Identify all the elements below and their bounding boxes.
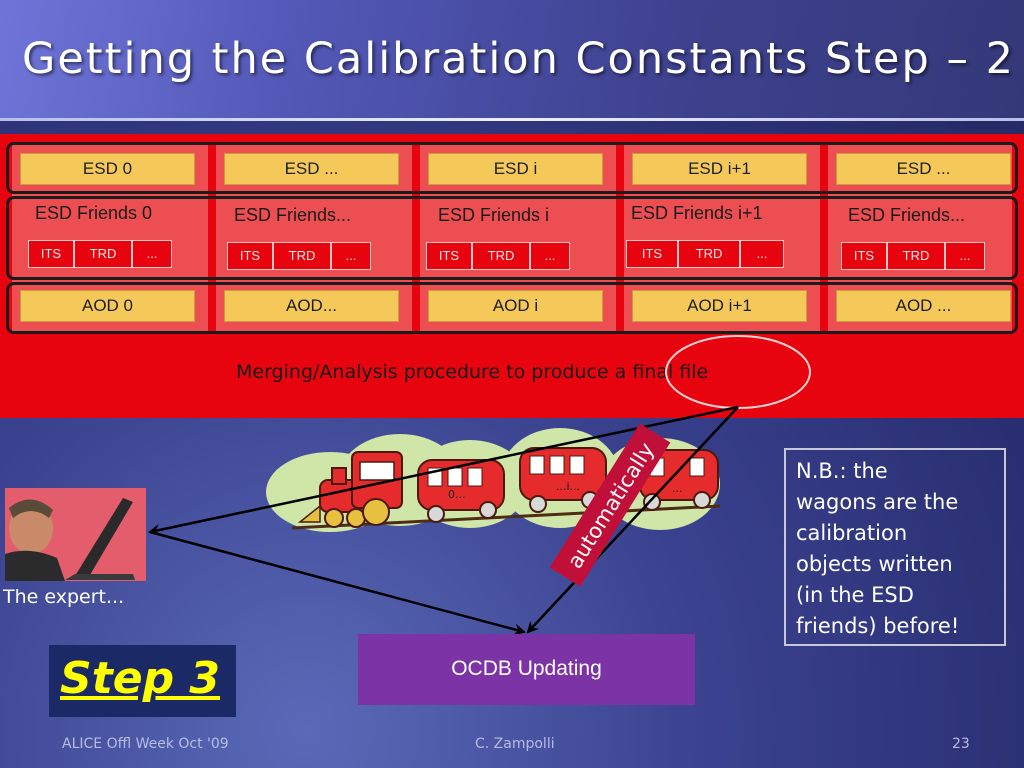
aod-cell-1: AOD...: [224, 290, 399, 322]
aod-cell-3: AOD i+1: [632, 290, 807, 322]
trd-box-1: TRD: [273, 242, 331, 270]
note-line-3: calibration: [796, 521, 908, 545]
friends-label-3: ESD Friends i+1: [631, 203, 763, 223]
esd-cell-4: ESD ...: [836, 153, 1011, 185]
friends-row-frame: [6, 196, 1018, 280]
friends-label-4: ESD Friends...: [848, 205, 966, 225]
footer-event: ALICE Offl Week Oct '09: [62, 736, 229, 752]
wagon-2-label: ...: [672, 482, 683, 495]
expert-photo: [5, 488, 146, 581]
arrow-auto-to-ocdb: [526, 406, 739, 634]
esd-cell-2: ESD i: [428, 153, 603, 185]
note-line-5: (in the ESD: [796, 583, 914, 607]
expert-caption: The expert...: [3, 586, 125, 608]
its-box-3: ITS: [626, 240, 678, 268]
esd-cell-1: ESD ...: [224, 153, 399, 185]
friends-label-0: ESD Friends 0: [35, 203, 153, 223]
merge-caption: Merging/Analysis procedure to produce a …: [236, 361, 709, 383]
trd-box-2: TRD: [472, 242, 530, 270]
title-divider: [0, 118, 1024, 121]
its-box-0: ITS: [28, 240, 74, 268]
slide-title: Getting the Calibration Constants Step –…: [22, 34, 1016, 84]
more-box-2: ...: [530, 242, 570, 270]
title-band: [0, 0, 1024, 120]
its-box-1: ITS: [227, 242, 273, 270]
esd-row-frame: [6, 142, 1018, 194]
aod-cell-2: AOD i: [428, 290, 603, 322]
more-box-4: ...: [945, 242, 985, 270]
aod-cell-4: AOD ...: [836, 290, 1011, 322]
wagon-0-label: 0...: [448, 488, 466, 501]
aod-row-frame: [6, 282, 1018, 334]
esd-cell-0: ESD 0: [20, 153, 195, 185]
wagon-1-label: ...i...: [556, 480, 580, 493]
note-line-4: objects written: [796, 552, 953, 576]
aod-cell-0: AOD 0: [20, 290, 195, 322]
its-box-4: ITS: [841, 242, 887, 270]
more-box-1: ...: [331, 242, 371, 270]
note-line-1: N.B.: the: [796, 459, 888, 483]
more-box-0: ...: [132, 240, 172, 268]
step-badge: [49, 645, 236, 717]
page-number: 23: [952, 736, 970, 752]
friends-label-1: ESD Friends...: [234, 205, 352, 225]
note-line-2: wagons are the: [796, 490, 959, 514]
arrow-expert-to-ocdb: [149, 530, 526, 636]
highlight-ellipse: [665, 335, 811, 409]
footer-author: C. Zampolli: [475, 736, 555, 752]
step-label: Step 3: [60, 653, 220, 704]
locomotive-icon: [297, 451, 403, 528]
its-box-2: ITS: [426, 242, 472, 270]
wagon-0-icon: 0...: [417, 459, 505, 523]
more-box-3: ...: [740, 240, 784, 268]
trd-box-4: TRD: [887, 242, 945, 270]
friends-label-2: ESD Friends i: [438, 205, 550, 225]
note-line-6: friends) before!: [796, 614, 960, 638]
note-box: N.B.: the wagons are the calibration obj…: [784, 448, 1006, 646]
ocdb-updating-box: OCDB Updating: [358, 634, 695, 705]
trd-box-0: TRD: [74, 240, 132, 268]
trd-box-3: TRD: [678, 240, 740, 268]
esd-cell-3: ESD i+1: [632, 153, 807, 185]
wagon-2-icon: ...: [639, 449, 719, 511]
